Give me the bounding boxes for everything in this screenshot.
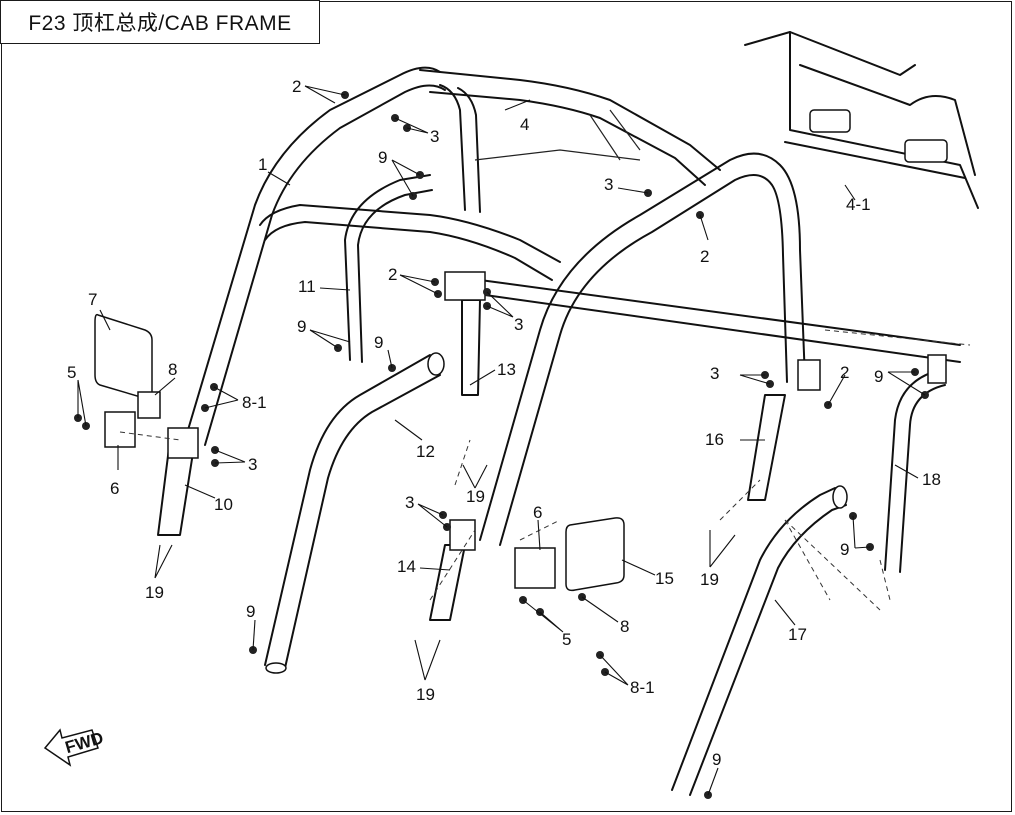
part-right-hoop: [479, 152, 806, 546]
part-1-front-hoop: [184, 66, 561, 446]
fwd-arrow-icon: FWD: [43, 728, 105, 767]
callout-3: 3: [405, 493, 414, 512]
callout-labels: 1 2 2 2 2 3 3 3 3 3 3 4 4-1 5 5 6 6 7 8 …: [67, 77, 941, 769]
part-11-brace: [344, 174, 433, 363]
callout-19: 19: [416, 685, 435, 704]
callout-9: 9: [874, 367, 883, 386]
callout-5: 5: [67, 363, 76, 382]
callout-19: 19: [145, 583, 164, 602]
callout-4-1: 4-1: [846, 195, 871, 214]
callout-2: 2: [292, 77, 301, 96]
callout-3: 3: [430, 127, 439, 146]
callout-13: 13: [497, 360, 516, 379]
callout-2: 2: [700, 247, 709, 266]
callout-9: 9: [840, 540, 849, 559]
callout-5: 5: [562, 630, 571, 649]
callout-8: 8: [620, 617, 629, 636]
callout-11: 11: [298, 277, 316, 296]
callout-7: 7: [88, 290, 97, 309]
callout-14: 14: [397, 557, 416, 576]
callout-9: 9: [246, 602, 255, 621]
callout-8-1: 8-1: [242, 393, 267, 412]
part-16-post: [747, 359, 821, 501]
callout-3: 3: [514, 315, 523, 334]
callout-16: 16: [705, 430, 724, 449]
callout-3: 3: [604, 175, 613, 194]
callout-6: 6: [110, 479, 119, 498]
callout-19: 19: [700, 570, 719, 589]
leader-lines: [77, 85, 926, 796]
callout-3: 3: [710, 364, 719, 383]
callout-17: 17: [788, 625, 807, 644]
callout-15: 15: [655, 569, 674, 588]
title-box: F23 顶杠总成/CAB FRAME: [0, 0, 320, 44]
callout-6: 6: [533, 503, 542, 522]
part-15-mirror: [514, 517, 625, 592]
callout-1: 1: [258, 155, 267, 174]
part-4-top-frame: [419, 69, 961, 363]
assembly-lines: [119, 329, 971, 611]
callout-8-1: 8-1: [630, 678, 655, 697]
callout-9: 9: [297, 317, 306, 336]
part-14-post: [429, 519, 476, 621]
callout-2: 2: [388, 265, 397, 284]
part-17-tube: [671, 485, 848, 796]
part-10-post: [157, 427, 199, 536]
callout-9: 9: [378, 148, 387, 167]
callout-2: 2: [840, 363, 849, 382]
part-4-1-inset: [744, 31, 979, 209]
part-7-mirror: [94, 313, 161, 448]
callout-4: 4: [520, 115, 529, 134]
part-18-tube: [884, 354, 947, 573]
callout-10: 10: [214, 495, 233, 514]
callout-18: 18: [922, 470, 941, 489]
part-12-tube: [264, 352, 445, 674]
callout-19: 19: [466, 487, 485, 506]
callout-12: 12: [416, 442, 435, 461]
callout-3: 3: [248, 455, 257, 474]
callout-8: 8: [168, 360, 177, 379]
fasteners: [74, 91, 929, 799]
page-title: F23 顶杠总成/CAB FRAME: [28, 12, 292, 35]
callout-9: 9: [374, 333, 383, 352]
callout-9: 9: [712, 750, 721, 769]
part-13-post: [444, 271, 486, 396]
